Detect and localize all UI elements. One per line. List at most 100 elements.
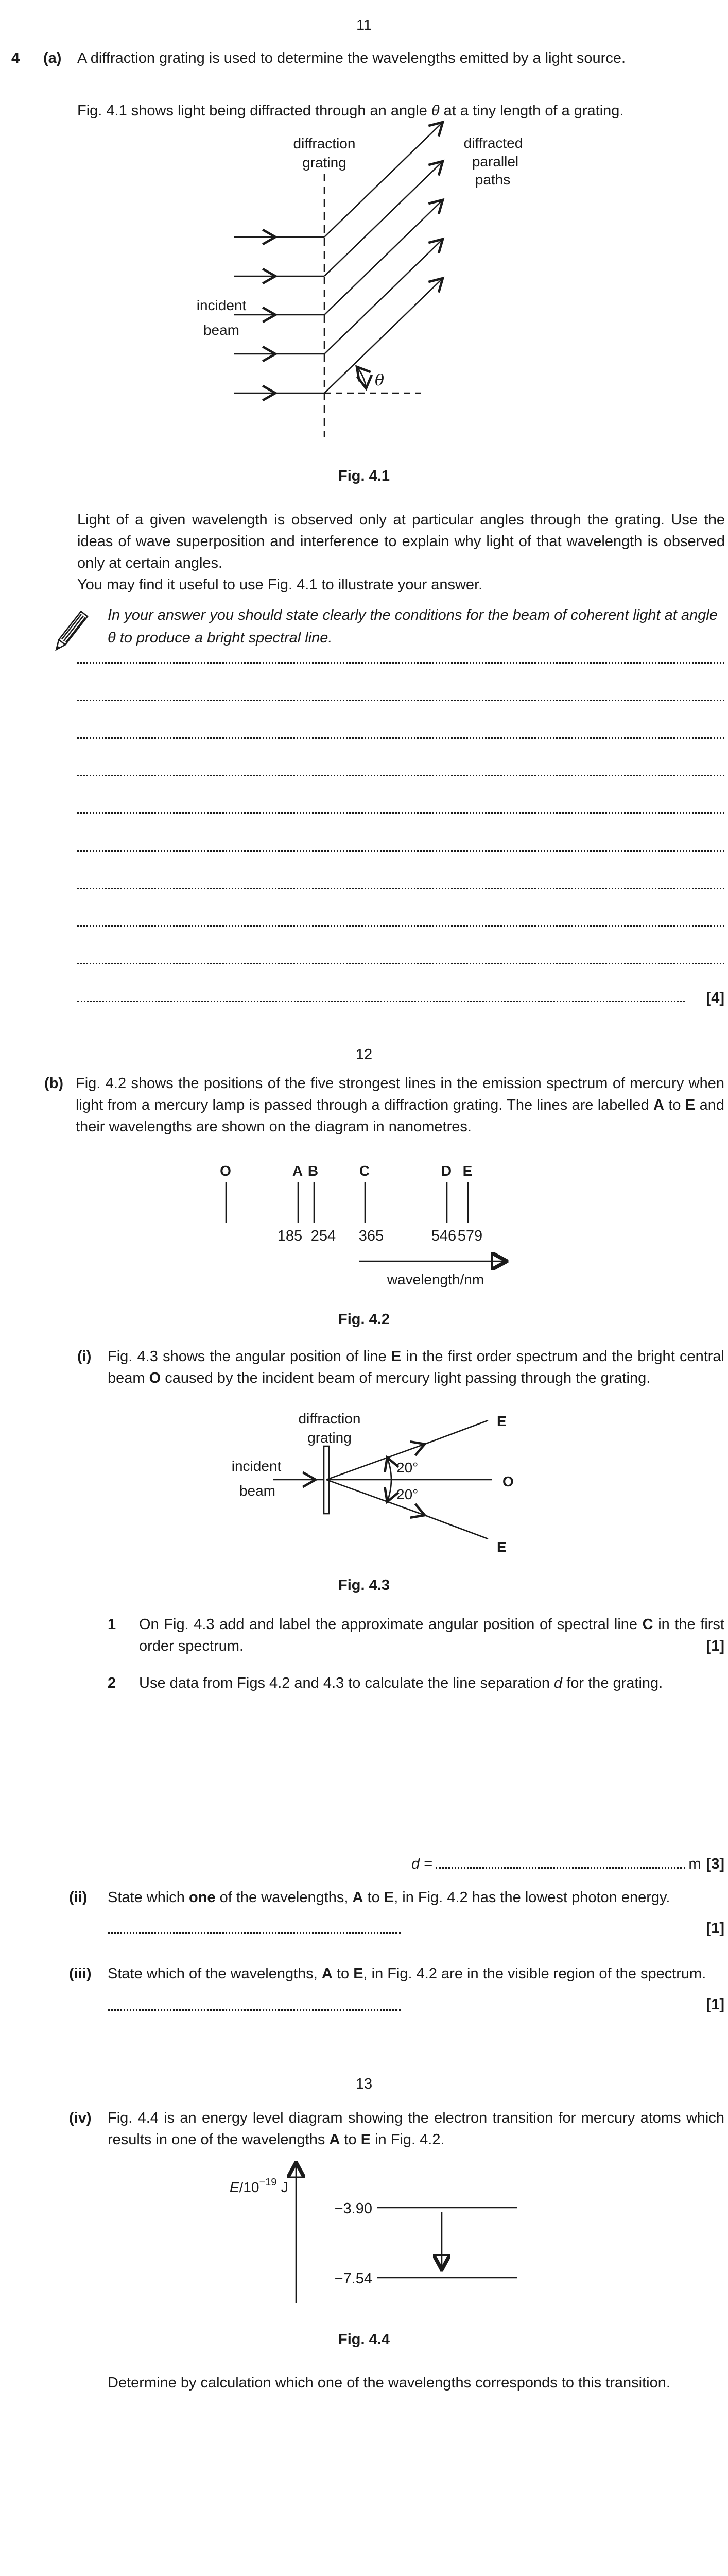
fig41-diffracted-label-line2: parallel (472, 154, 518, 170)
fig42-line-label-A: A (292, 1163, 303, 1179)
fig44-axis-label-exponent: −19 (259, 2177, 277, 2188)
fig43-upper-diffracted-ray (326, 1419, 489, 1481)
part-b-iii-text: State which of the wavelengths, A to E, … (108, 1965, 706, 1982)
d-answer-row: d = m [3] (411, 1853, 724, 1875)
fig42-axis-label: wavelength/nm (387, 1272, 484, 1287)
fig42-line-label-D: D (441, 1163, 452, 1179)
fig41-angle-arc (355, 365, 373, 391)
fig42-line-label-E: E (463, 1163, 473, 1179)
item-1-text: On Fig. 4.3 add and label the approximat… (139, 1616, 724, 1654)
fig41-theta-label: θ (375, 371, 384, 389)
marks-part-b-ii: [1] (706, 1920, 724, 1937)
item-1-number: 1 (108, 1616, 116, 1633)
part-a-label: (a) (43, 50, 62, 66)
fig42-wavelength-B: 254 (311, 1228, 336, 1244)
fig42-line-label-O: O (220, 1163, 231, 1179)
fig41-diffracted-ray-1 (324, 120, 445, 238)
page-number-13: 13 (355, 2076, 373, 2092)
part-b-iv-label: (iv) (69, 2110, 92, 2126)
fig41-diffracted-label-line1: diffracted (464, 135, 523, 151)
fig42-line-label-B: B (308, 1163, 318, 1179)
fig42-wavelength-D: 546 (431, 1228, 456, 1244)
d-answer-label: d = (411, 1855, 433, 1872)
fig43-upper-angle-arc (384, 1455, 400, 1480)
answer-line (77, 812, 724, 814)
fig41-diffracted-ray-4 (324, 237, 445, 354)
fig44-caption: Fig. 4.4 (338, 2331, 390, 2348)
fig43-lower-angle-arc (384, 1480, 400, 1504)
fig42-wavelength-E: 579 (458, 1228, 482, 1244)
answer-line (77, 775, 724, 776)
fig43-lower-ray-label: E (497, 1539, 507, 1555)
fig44-axis-label-base: /10 (239, 2179, 259, 2195)
part-b-i-text: Fig. 4.3 shows the angular position of l… (108, 1348, 725, 1386)
answer-line (108, 2009, 401, 2011)
fig43-grating-label-line1: diffraction (299, 1411, 361, 1427)
fig41-diffracted-ray-3 (324, 198, 445, 315)
part-a-intro: A diffraction grating is used to determi… (77, 50, 626, 66)
marks-d: [3] (706, 1855, 724, 1872)
fig-4-2-diagram: O A B C D E 185 254 365 546 579 waveleng… (220, 1163, 515, 1287)
fig42-wavelength-C: 365 (359, 1228, 384, 1244)
fig41-caption: Fig. 4.1 (338, 468, 390, 484)
fig41-incident-label-line1: incident (197, 297, 247, 313)
fig44-axis-label-unit: J (276, 2179, 288, 2196)
item-2-number: 2 (108, 1675, 116, 1691)
answer-line (77, 850, 724, 852)
part-a-question-text: Light of a given wavelength is observed … (77, 512, 725, 571)
part-a-hint-text: You may find it useful to use Fig. 4.1 t… (77, 577, 483, 593)
page-number-12: 12 (355, 1046, 373, 1063)
fig43-incident-label-line1: incident (232, 1458, 282, 1474)
part-b-iv-text: Fig. 4.4 is an energy level diagram show… (108, 2110, 724, 2148)
marks-part-a: [4] (706, 990, 724, 1006)
fig44-lower-level-value: −7.54 (335, 2270, 372, 2287)
answer-line (77, 888, 724, 889)
fig43-upper-angle-label: 20° (396, 1460, 418, 1476)
fig-4-3-diagram: diffraction grating incident beam O E E … (232, 1411, 514, 1555)
d-answer-unit: m (688, 1855, 701, 1872)
part-b-label: (b) (44, 1075, 64, 1092)
fig-4-4-diagram: E/10−19 J −3.90 −7.54 (230, 2143, 517, 2303)
determine-instruction: Determine by calculation which one of th… (108, 2375, 670, 2391)
answer-line (77, 925, 724, 927)
fig43-lower-diffracted-ray (326, 1479, 489, 1540)
fig43-grating-label-line2: grating (307, 1430, 352, 1446)
marks-part-b-iii: [1] (706, 1996, 724, 2013)
fig43-central-beam-label: O (502, 1473, 514, 1489)
d-answer-line (436, 1853, 686, 1869)
fig41-incident-label-line2: beam (203, 322, 239, 338)
part-b-intro: Fig. 4.2 shows the positions of the five… (76, 1075, 724, 1135)
part-b-iii-label: (iii) (69, 1965, 92, 1982)
question-number: 4 (11, 50, 20, 66)
fig41-intro: Fig. 4.1 shows light being diffracted th… (77, 103, 624, 119)
part-b-ii-label: (ii) (69, 1889, 88, 1906)
answer-line (77, 662, 724, 664)
answer-line (77, 1001, 685, 1002)
answer-line (108, 1932, 401, 1934)
fig42-wavelength-A: 185 (278, 1228, 302, 1244)
answer-line (77, 963, 724, 964)
fig44-axis-label: E/10−19 J (230, 2177, 288, 2196)
fig42-caption: Fig. 4.2 (338, 1311, 390, 1328)
fig44-axis-label-E: E (230, 2179, 239, 2195)
part-b-ii-text: State which one of the wavelengths, A to… (108, 1889, 670, 1906)
fig43-upper-ray-label: E (497, 1413, 507, 1429)
fig41-diffracted-label-line3: paths (475, 172, 511, 188)
fig43-lower-angle-label: 20° (396, 1486, 418, 1502)
answer-line (77, 700, 724, 701)
fig44-upper-level-value: −3.90 (335, 2200, 372, 2217)
page-number-11: 11 (356, 17, 372, 33)
fig43-caption: Fig. 4.3 (338, 1577, 390, 1594)
part-b-i-label: (i) (77, 1348, 92, 1365)
answer-line (77, 737, 724, 739)
fig43-incident-label-line2: beam (239, 1483, 275, 1499)
fig-4-1-diagram: diffraction grating diffracted parallel … (197, 120, 523, 437)
fig41-diffracted-ray-2 (324, 159, 445, 277)
fig42-line-label-C: C (359, 1163, 370, 1179)
fig41-diffracted-ray-5 (324, 276, 445, 394)
marks-item-1: [1] (706, 1638, 724, 1654)
coherent-light-note: In your answer you should state clearly … (108, 607, 718, 646)
pencil-icon (55, 610, 89, 652)
item-2-text: Use data from Figs 4.2 and 4.3 to calcul… (139, 1675, 663, 1691)
